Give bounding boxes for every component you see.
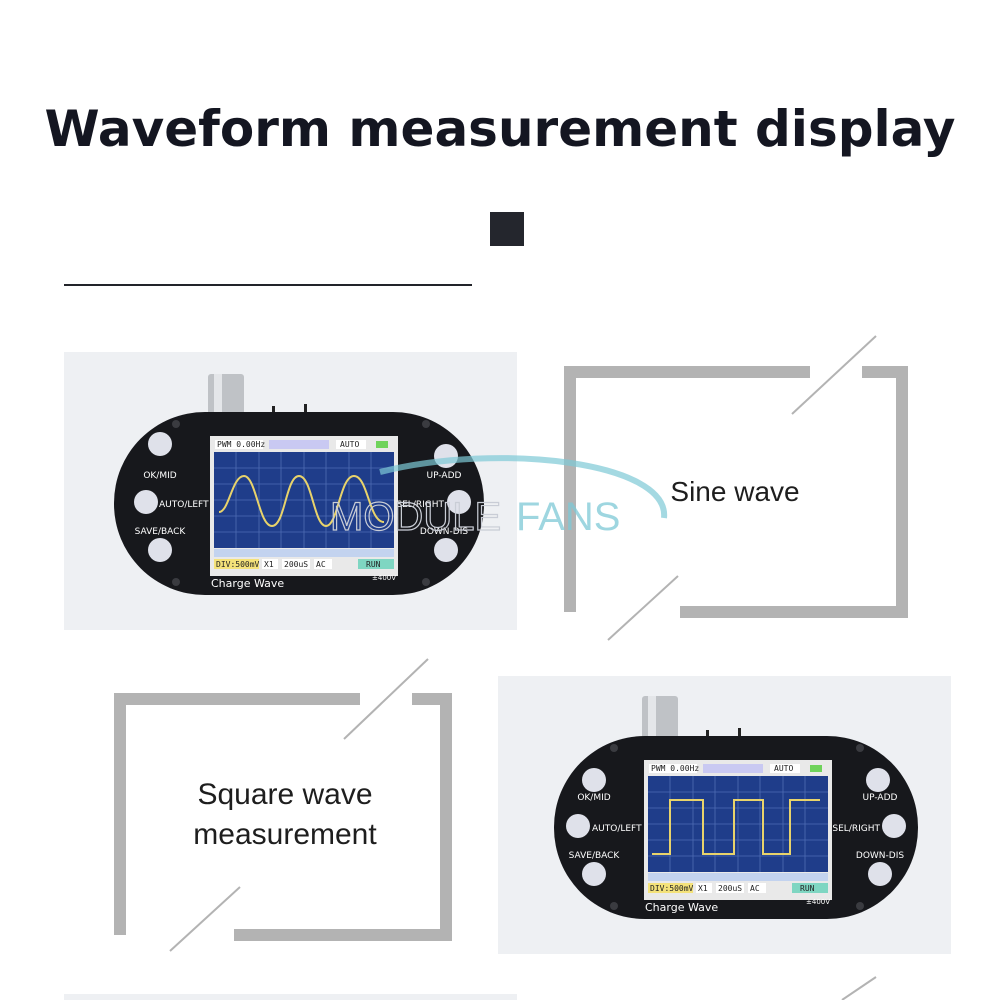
auto-left-label: AUTO/LEFT (159, 500, 209, 510)
watermark: MODULE FANS (329, 455, 668, 540)
div-label: DIV:500mV (216, 560, 260, 569)
coupling-label: AC (750, 884, 760, 893)
probe-label: X1 (264, 560, 274, 569)
sel-right-label: SEL/RIGHT (832, 824, 880, 834)
charge-wave-label: Charge Wave (211, 577, 284, 590)
pwm-label: PWM 0.00Hz 50% (651, 764, 719, 773)
down-dis-button[interactable] (868, 862, 892, 886)
ok-mid-button[interactable] (148, 432, 172, 456)
square-wave-caption-line1: Square wave (197, 778, 373, 811)
up-add-button[interactable] (866, 768, 890, 792)
bnc-connector (642, 696, 678, 740)
oscilloscope-device-sine: OK/MID AUTO/LEFT SAVE/BACK UP-ADD SEL/RI… (114, 374, 484, 595)
divider-rule (64, 284, 472, 286)
ok-mid-button[interactable] (582, 768, 606, 792)
run-label: RUN (366, 560, 381, 569)
up-add-label: UP-ADD (427, 471, 462, 481)
square-trace (652, 799, 820, 855)
voltage-rating: ±400V (372, 574, 396, 582)
square-wave-caption-line2: measurement (193, 818, 377, 851)
up-add-label: UP-ADD (863, 793, 898, 803)
sine-trace (218, 474, 385, 528)
save-back-button[interactable] (148, 538, 172, 562)
ok-mid-label: OK/MID (577, 793, 610, 803)
screen-grid (648, 776, 828, 872)
div-label: DIV:500mV (650, 884, 694, 893)
watermark-text-left: MODULE (330, 495, 501, 539)
bottom-frame-hint (841, 976, 877, 1000)
auto-left-label: AUTO/LEFT (592, 824, 642, 834)
save-back-button[interactable] (582, 862, 606, 886)
bnc-connector (208, 374, 244, 416)
mode-label: AUTO (340, 440, 359, 449)
auto-left-button[interactable] (134, 490, 158, 514)
pwm-label: PWM 0.00Hz 50% (217, 440, 285, 449)
time-label: 200uS (284, 560, 308, 569)
coupling-label: AC (316, 560, 326, 569)
down-dis-button[interactable] (434, 538, 458, 562)
ok-mid-label: OK/MID (143, 471, 176, 481)
save-back-label: SAVE/BACK (569, 851, 621, 861)
bottom-panel-edge (64, 994, 517, 1000)
frame-square-caption (114, 658, 452, 952)
down-dis-label: DOWN-DIS (856, 851, 904, 861)
page-title: Waveform measurement display (44, 100, 956, 158)
decorative-square (490, 212, 524, 246)
down-dis-label: DOWN-DIS (420, 527, 468, 537)
charge-wave-label: Charge Wave (645, 901, 718, 914)
voltage-rating: ±400V (806, 898, 830, 906)
oscilloscope-device-square: OK/MID AUTO/LEFT SAVE/BACK UP-ADD SEL/RI… (554, 696, 918, 919)
frame-sine-caption (564, 335, 908, 641)
sel-right-button[interactable] (882, 814, 906, 838)
sel-right-button[interactable] (447, 490, 471, 514)
run-label: RUN (800, 884, 815, 893)
time-label: 200uS (718, 884, 742, 893)
sine-wave-caption: Sine wave (670, 476, 800, 507)
auto-left-button[interactable] (566, 814, 590, 838)
probe-label: X1 (698, 884, 708, 893)
sel-right-label: SEL/RIGHT (396, 500, 444, 510)
save-back-label: SAVE/BACK (135, 527, 187, 537)
mode-label: AUTO (774, 764, 793, 773)
watermark-text-right: FANS (516, 495, 620, 539)
